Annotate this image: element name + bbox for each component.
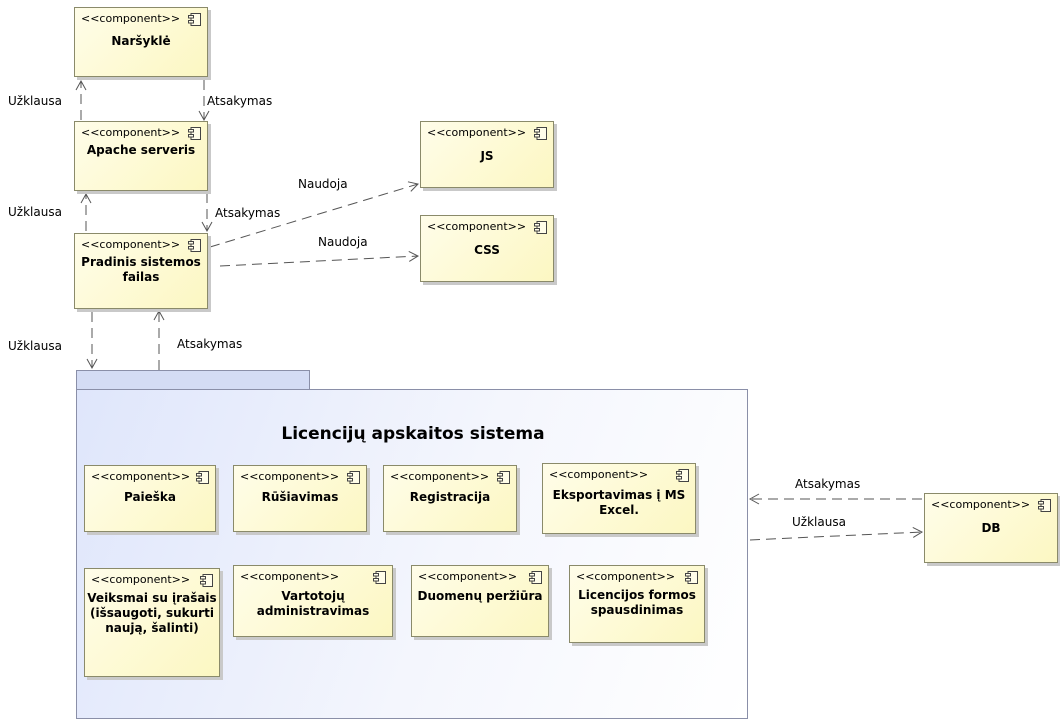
component-apache-serveris[interactable]: <<component>> Apache serveris — [74, 121, 208, 191]
stereotype-label: <<component>> — [240, 570, 340, 583]
component-name: JS — [480, 149, 494, 163]
stereotype-label: <<component>> — [427, 126, 527, 139]
edge-uzklausa-db — [749, 526, 924, 541]
stereotype-label: <<component>> — [81, 238, 181, 251]
component-paieska[interactable]: <<component>> Paieška — [84, 465, 216, 532]
component-name: Apache serveris — [86, 143, 196, 157]
component-name: CSS — [474, 243, 500, 257]
component-name: Registracija — [409, 490, 491, 504]
label-naudoja-js: Naudoja — [298, 177, 348, 191]
component-vartotoju-administravimas[interactable]: <<component>> Vartotojų administravimas — [233, 565, 393, 637]
component-name: Rūšiavimas — [261, 490, 339, 504]
component-veiksmai-su-irasais[interactable]: <<component>> Veiksmai su įrašais (išsaug… — [84, 568, 220, 677]
label-atsakymas-1: Atsakymas — [207, 94, 273, 108]
component-pradinis-sistemos-failas[interactable]: <<component>> Pradinis sistemos failas — [74, 233, 208, 309]
component-css[interactable]: <<component>> CSS — [420, 215, 554, 282]
component-icon — [373, 571, 386, 584]
label-atsakymas-db: Atsakymas — [795, 477, 861, 491]
component-icon — [188, 239, 201, 252]
label-uzklausa-1: Užklausa — [8, 94, 62, 108]
stereotype-label: <<component>> — [81, 126, 181, 139]
component-name: Vartotojų administravimas — [256, 589, 370, 618]
label-atsakymas-3: Atsakymas — [177, 337, 243, 351]
component-narsykle[interactable]: <<component>> Naršyklė — [74, 7, 208, 77]
stereotype-label: <<component>> — [931, 498, 1031, 511]
component-icon — [200, 574, 213, 587]
package-tab — [76, 370, 310, 390]
component-icon — [497, 471, 510, 484]
component-icon — [676, 469, 689, 482]
component-icon — [188, 13, 201, 26]
component-icon — [534, 221, 547, 234]
component-icon — [529, 571, 542, 584]
label-naudoja-css: Naudoja — [318, 235, 368, 249]
component-icon — [347, 471, 360, 484]
stereotype-label: <<component>> — [91, 470, 191, 483]
component-icon — [196, 471, 209, 484]
component-duomenu-perziura[interactable]: <<component>> Duomenų peržiūra — [411, 565, 549, 637]
edge-naudoja-css — [219, 251, 420, 267]
component-name: Naršyklė — [111, 34, 171, 48]
label-atsakymas-2: Atsakymas — [215, 206, 281, 220]
package-title: Licencijų apskaitos sistema — [281, 424, 545, 444]
component-rusiavimas[interactable]: <<component>> Rūšiavimas — [233, 465, 367, 532]
component-name: Pradinis sistemos failas — [81, 255, 201, 284]
component-licencijos-formos-spausdinimas[interactable]: <<component>> Licencijos formos spausdini… — [569, 565, 705, 643]
component-db[interactable]: <<component>> DB — [924, 493, 1058, 563]
component-name: Eksportavimas į MS Excel. — [552, 488, 686, 517]
component-name: Veiksmai su įrašais (išsaugoti, sukurti … — [87, 591, 217, 635]
label-uzklausa-3: Užklausa — [8, 339, 62, 353]
component-name: DB — [981, 521, 1001, 535]
stereotype-label: <<component>> — [549, 468, 649, 481]
component-js[interactable]: <<component>> JS — [420, 121, 554, 188]
component-icon — [534, 127, 547, 140]
component-eksportavimas[interactable]: <<component>> Eksportavimas į MS Excel. — [542, 463, 696, 534]
component-icon — [685, 571, 698, 584]
component-icon — [188, 127, 201, 140]
stereotype-label: <<component>> — [418, 570, 518, 583]
stereotype-label: <<component>> — [576, 570, 676, 583]
edge-naudoja-js — [209, 181, 419, 248]
label-uzklausa-2: Užklausa — [8, 205, 62, 219]
stereotype-label: <<component>> — [240, 470, 340, 483]
stereotype-label: <<component>> — [81, 12, 181, 25]
component-icon — [1038, 499, 1051, 512]
component-registracija[interactable]: <<component>> Registracija — [383, 465, 517, 532]
stereotype-label: <<component>> — [390, 470, 490, 483]
label-uzklausa-db: Užklausa — [792, 515, 846, 529]
component-name: Licencijos formos spausdinimas — [578, 588, 696, 617]
component-name: Duomenų peržiūra — [417, 589, 543, 603]
stereotype-label: <<component>> — [91, 573, 191, 586]
component-name: Paieška — [123, 490, 177, 504]
stereotype-label: <<component>> — [427, 220, 527, 233]
